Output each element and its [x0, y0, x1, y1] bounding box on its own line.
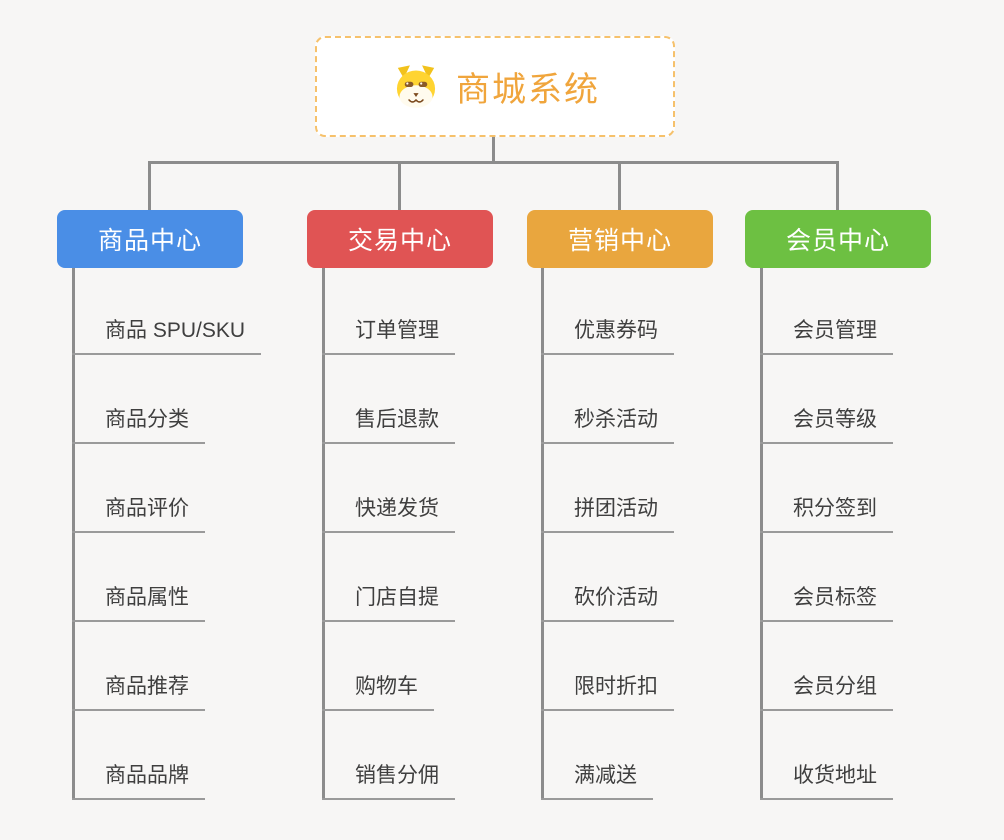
leaf-node[interactable]: 优惠券码 [541, 318, 674, 355]
leaf-node[interactable]: 商品属性 [72, 585, 205, 622]
branch-header-product-center[interactable]: 商品中心 [57, 210, 243, 268]
connector-drop-member [836, 161, 839, 210]
leaf-node[interactable]: 购物车 [322, 674, 434, 711]
connector-horizontal-line [148, 161, 839, 164]
leaf-node[interactable]: 销售分佣 [322, 763, 455, 800]
leaf-node[interactable]: 会员管理 [760, 318, 893, 355]
leaf-node[interactable]: 快递发货 [322, 496, 455, 533]
connector-drop-marketing [618, 161, 621, 210]
leaf-node[interactable]: 商品分类 [72, 407, 205, 444]
branch-spine-product [72, 268, 75, 800]
leaf-node[interactable]: 限时折扣 [541, 674, 674, 711]
branch-header-marketing-center[interactable]: 营销中心 [527, 210, 713, 268]
leaf-node[interactable]: 商品品牌 [72, 763, 205, 800]
leaf-node[interactable]: 商品评价 [72, 496, 205, 533]
leaf-node[interactable]: 秒杀活动 [541, 407, 674, 444]
leaf-node[interactable]: 收货地址 [760, 763, 893, 800]
leaf-node[interactable]: 拼团活动 [541, 496, 674, 533]
leaf-node[interactable]: 门店自提 [322, 585, 455, 622]
branch-spine-trade [322, 268, 325, 800]
root-node[interactable]: 商城系统 [315, 36, 675, 137]
leaf-node[interactable]: 会员分组 [760, 674, 893, 711]
connector-drop-trade [398, 161, 401, 210]
leaf-node[interactable]: 商品 SPU/SKU [72, 318, 262, 355]
root-title: 商城系统 [456, 71, 600, 109]
leaf-node[interactable]: 会员等级 [760, 407, 893, 444]
connector-drop-product [148, 161, 151, 210]
leaf-node[interactable]: 订单管理 [322, 318, 455, 355]
dog-face-icon [390, 63, 442, 111]
leaf-node[interactable]: 积分签到 [760, 496, 893, 533]
branch-spine-marketing [541, 268, 544, 800]
branch-spine-member [760, 268, 763, 800]
leaf-node[interactable]: 会员标签 [760, 585, 893, 622]
leaf-node[interactable]: 商品推荐 [72, 674, 205, 711]
leaf-node[interactable]: 满减送 [541, 763, 653, 800]
branch-header-trade-center[interactable]: 交易中心 [307, 210, 493, 268]
leaf-node[interactable]: 砍价活动 [541, 585, 674, 622]
leaf-node[interactable]: 售后退款 [322, 407, 455, 444]
connector-root-stub [492, 137, 495, 164]
branch-header-member-center[interactable]: 会员中心 [745, 210, 931, 268]
